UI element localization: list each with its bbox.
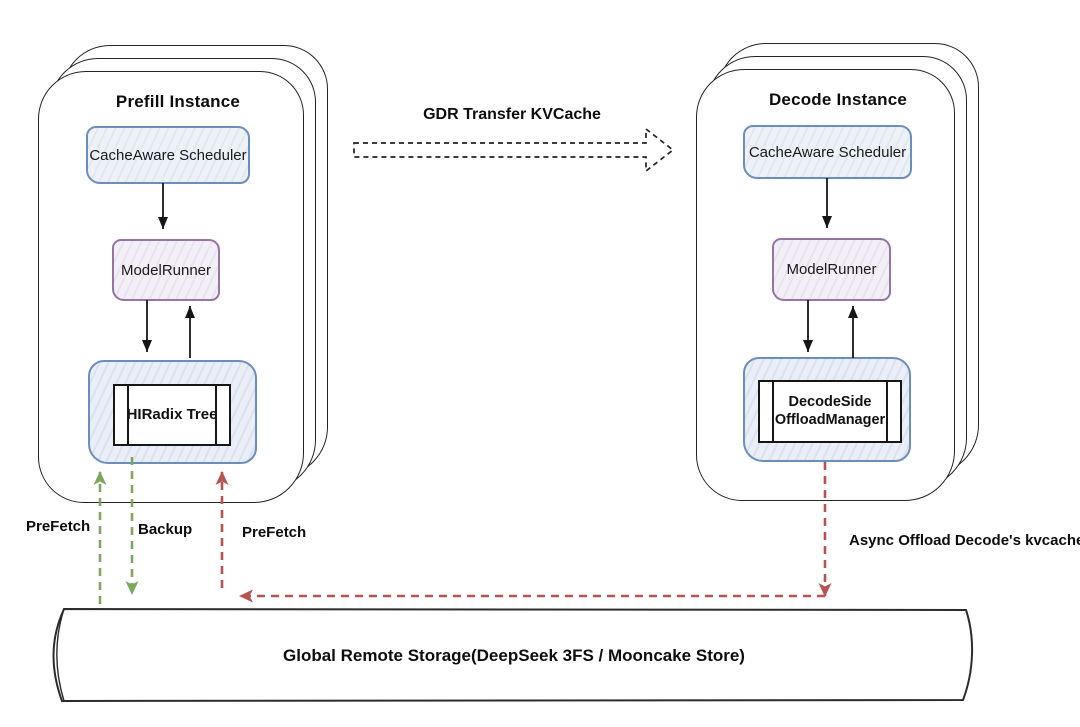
global-remote-storage-label: Global Remote Storage(DeepSeek 3FS / Moo… xyxy=(283,646,745,665)
divider-line xyxy=(886,382,888,441)
prefill-cacheaware-scheduler-box: CacheAware Scheduler xyxy=(86,126,250,184)
prefill-hiradix-tree-inner: HIRadix Tree xyxy=(113,384,231,446)
decode-cacheaware-scheduler-label: CacheAware Scheduler xyxy=(748,143,907,161)
prefill-modelrunner-box: ModelRunner xyxy=(112,239,220,301)
prefill-instance-title: Prefill Instance xyxy=(115,92,241,111)
decode-cacheaware-scheduler-box: CacheAware Scheduler xyxy=(743,125,912,179)
prefill-hiradix-tree-box: HIRadix Tree xyxy=(88,360,257,464)
prefetch-right-label: PreFetch xyxy=(242,524,307,541)
divider-line xyxy=(772,382,774,441)
decode-offload-manager-label: DecodeSide OffloadManager xyxy=(774,394,886,428)
decode-offload-manager-box: DecodeSide OffloadManager xyxy=(743,357,911,462)
prefill-hiradix-tree-label: HIRadix Tree xyxy=(126,406,218,424)
decode-modelrunner-label: ModelRunner xyxy=(786,261,877,278)
prefill-cacheaware-scheduler-label: CacheAware Scheduler xyxy=(89,146,247,164)
gdr-transfer-label: GDR Transfer KVCache xyxy=(423,106,601,123)
prefetch-left-label: PreFetch xyxy=(26,518,91,535)
divider-line xyxy=(127,386,129,444)
prefill-modelrunner-label: ModelRunner xyxy=(120,261,212,279)
decode-instance-title: Decode Instance xyxy=(768,90,908,109)
divider-line xyxy=(215,386,217,444)
async-offload-label: Async Offload Decode's kvcache xyxy=(849,532,1080,549)
decode-modelrunner-box: ModelRunner xyxy=(772,238,891,301)
backup-label: Backup xyxy=(138,521,193,538)
decode-offload-manager-inner: DecodeSide OffloadManager xyxy=(758,380,902,443)
gdr-transfer-arrow xyxy=(353,127,675,173)
